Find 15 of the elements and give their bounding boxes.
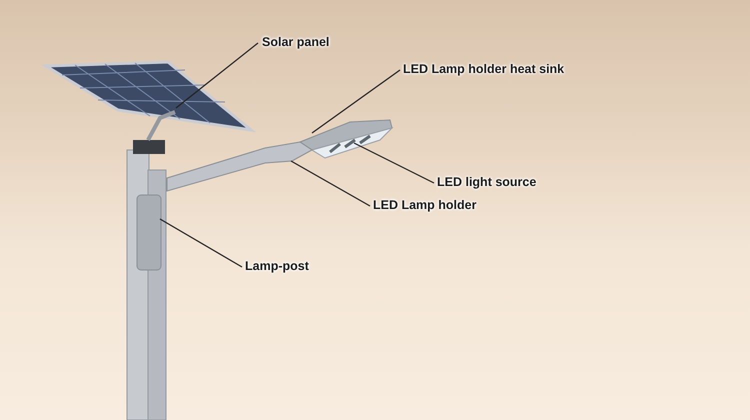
leader-line [290,160,370,207]
heat-sink-drawing [298,119,393,151]
lamp-post-drawing [126,110,176,420]
light-source-drawing [310,127,394,159]
solar-panel-drawing [40,60,256,132]
leader-line [312,70,400,134]
part-label: Solar panel [262,35,330,49]
part-label: LED Lamp holder heat sink [403,62,564,76]
leader-line [354,142,434,184]
lamp-holder-drawing [166,141,313,192]
leader-line [176,42,258,108]
part-label: LED light source [437,175,536,189]
leader-line [160,218,242,268]
part-label: LED Lamp holder [373,198,476,212]
part-label: Lamp-post [245,259,309,273]
